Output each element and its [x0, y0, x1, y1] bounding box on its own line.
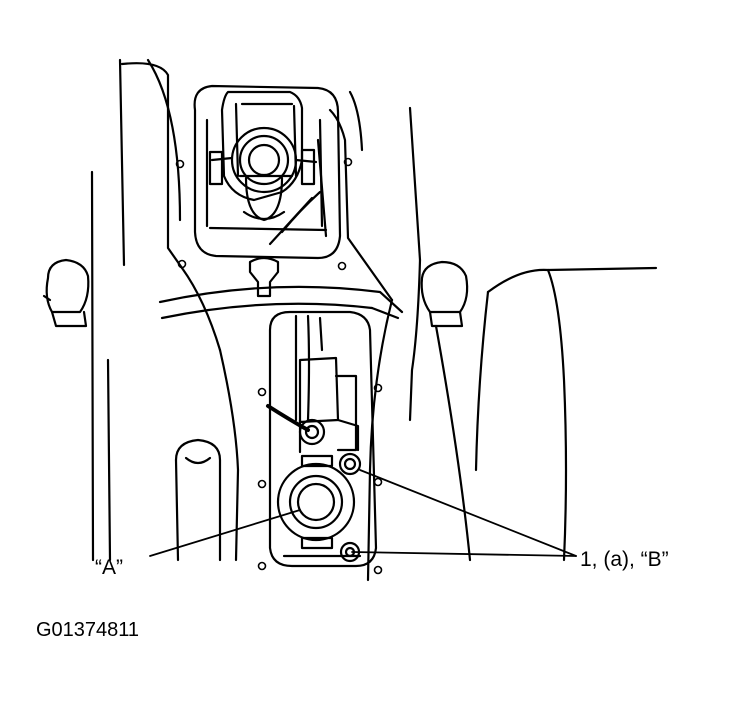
right-knob — [420, 260, 472, 562]
right-panel — [474, 266, 658, 562]
leader-line-a — [149, 509, 301, 557]
leader-line-b-upper — [359, 469, 577, 557]
lower-window — [266, 310, 378, 568]
leader-lines — [149, 469, 577, 557]
cross-bar — [158, 285, 404, 320]
leader-line-b-lower — [351, 551, 577, 557]
callout-label-b: 1, (a), “B” — [580, 548, 669, 571]
left-knob — [42, 258, 90, 328]
central-column — [120, 58, 422, 582]
left-frame-lines — [90, 58, 126, 562]
lower-left-post — [174, 438, 222, 562]
upper-window — [193, 84, 342, 260]
mount-nozzle — [248, 256, 280, 298]
figure-id-label: G01374811 — [36, 619, 140, 641]
rivet-dots — [175, 157, 383, 575]
callout-label-a: “A” — [95, 556, 123, 579]
